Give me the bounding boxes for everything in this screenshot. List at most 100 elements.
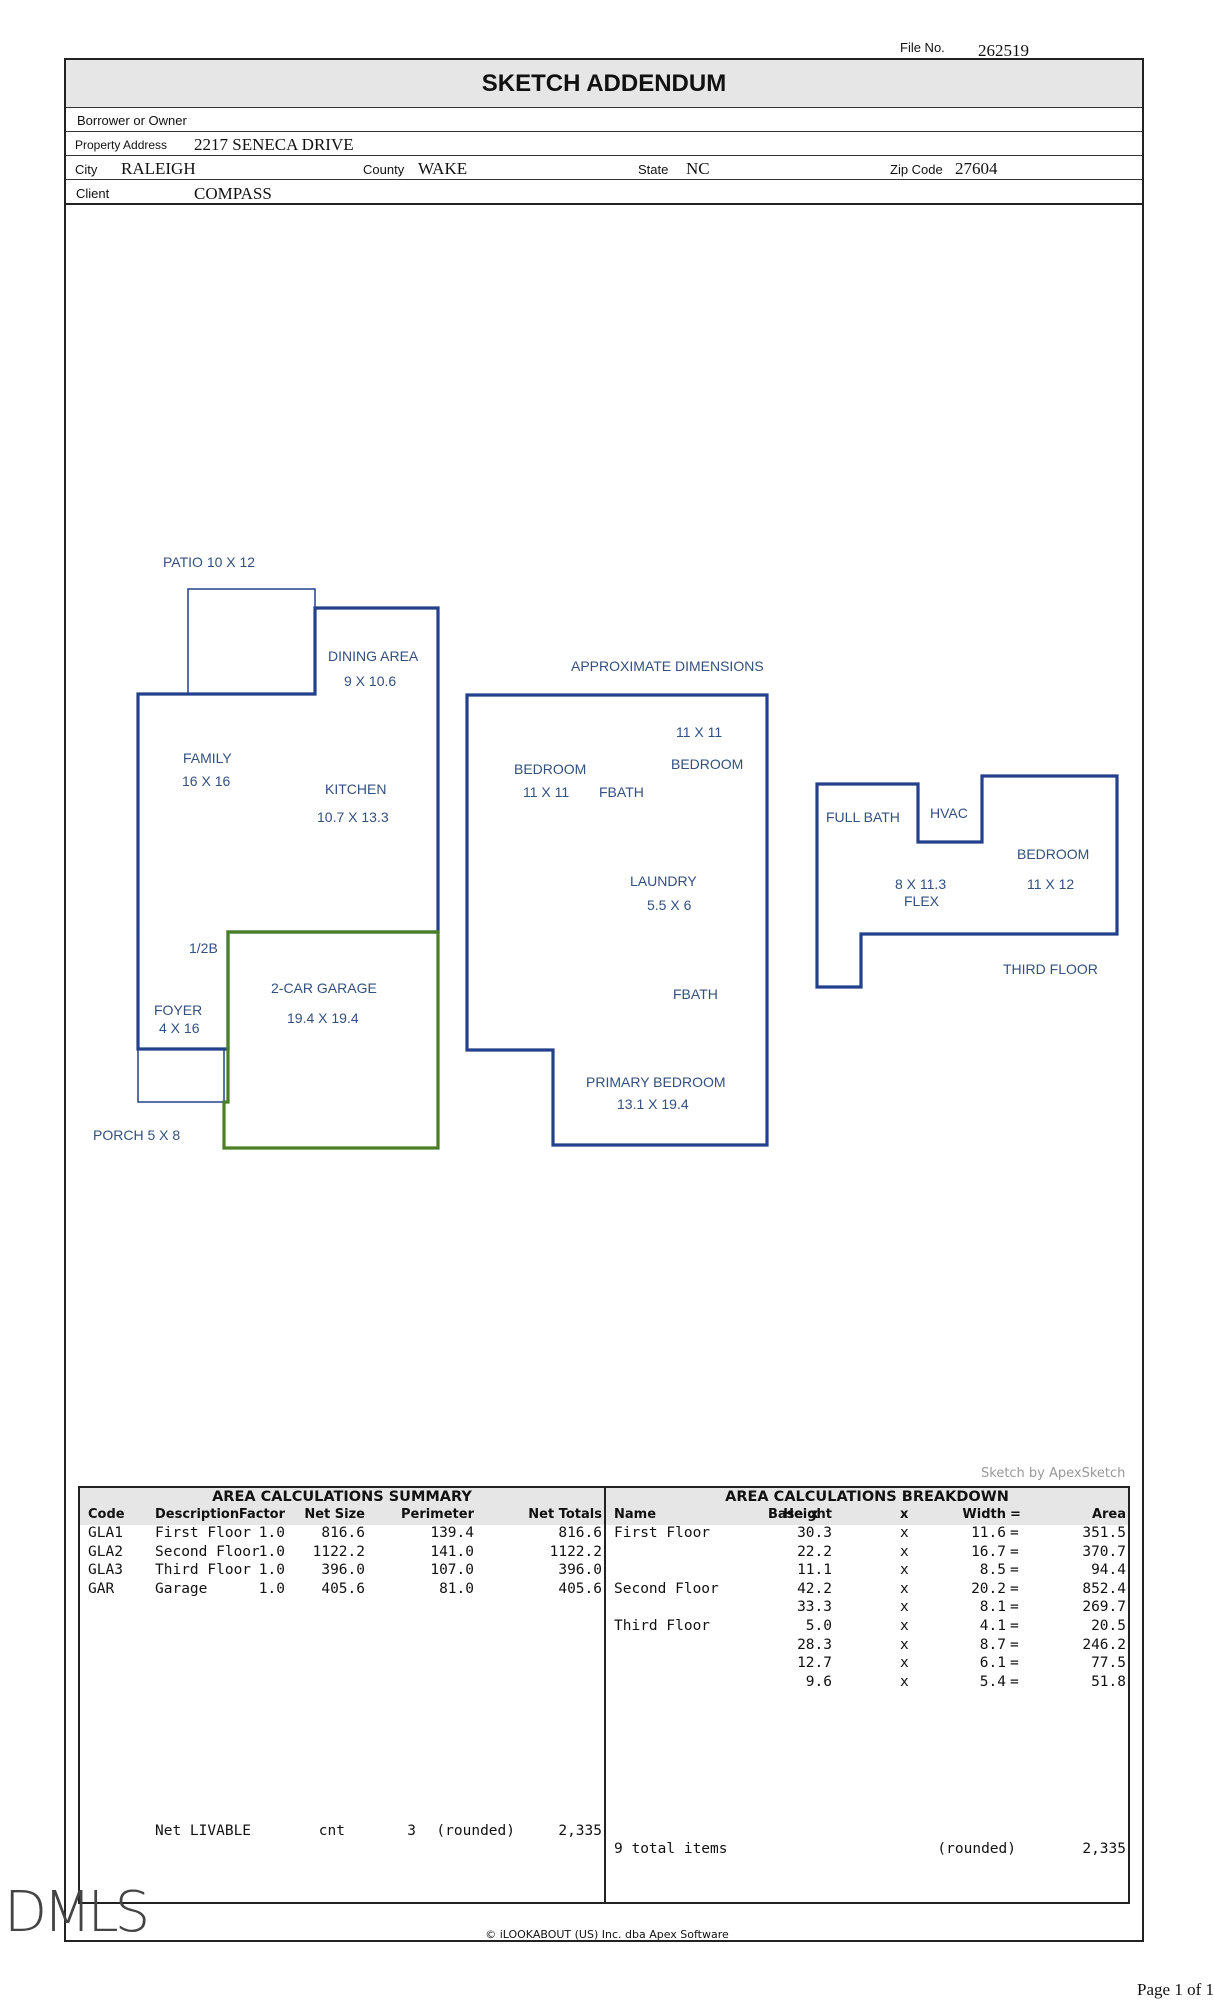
- breakdown-col-name: Name: [614, 1507, 657, 1522]
- bedroom-3-label: BEDROOM: [1017, 846, 1089, 862]
- breakdown-title: AREA CALCULATIONS BREAKDOWN: [725, 1489, 1009, 1505]
- full-bath-3-label: FULL BATH: [826, 809, 900, 825]
- breakdown-cell: First Floor: [614, 1525, 711, 1541]
- patio-label: PATIO 10 X 12: [163, 554, 255, 570]
- net-livable-total: 2,335: [558, 1823, 602, 1839]
- net-livable-rounded: (rounded): [436, 1823, 515, 1839]
- second-floor-outline: [465, 693, 769, 1147]
- breakdown-header-bg: [606, 1488, 1128, 1525]
- breakdown-cell: 6.1: [979, 1655, 1006, 1672]
- breakdown-operator: =: [1010, 1599, 1019, 1616]
- breakdown-operator: =: [1010, 1655, 1019, 1672]
- breakdown-total-value: 2,335: [1082, 1841, 1126, 1857]
- zip-label: Zip Code: [890, 162, 943, 177]
- breakdown-operator: x: [900, 1618, 909, 1634]
- summary-cell: GAR: [88, 1580, 115, 1597]
- breakdown-operator: =: [1010, 1543, 1019, 1560]
- summary-cell: Garage: [155, 1580, 208, 1597]
- summary-header-row: Code Description Factor Net Size Perimet…: [80, 1507, 604, 1525]
- summary-col-perimeter: Perimeter: [400, 1507, 474, 1522]
- summary-cell: GLA2: [88, 1543, 123, 1560]
- breakdown-operator: =: [1010, 1525, 1019, 1541]
- breakdown-cell: 11.1: [797, 1562, 832, 1579]
- area-calculations-box: AREA CALCULATIONS SUMMARY AREA CALCULATI…: [78, 1486, 1130, 1904]
- software-credit: © iLOOKABOUT (US) Inc. dba Apex Software: [485, 1928, 729, 1941]
- breakdown-operator: =: [1010, 1580, 1019, 1597]
- property-value: 2217 SENECA DRIVE: [194, 135, 354, 154]
- net-livable-label: Net LIVABLE: [155, 1823, 252, 1839]
- flex-label: FLEX: [904, 893, 940, 909]
- hvac-label: HVAC: [930, 805, 968, 821]
- summary-cell: 816.6: [321, 1525, 365, 1541]
- breakdown-total-row: 9 total items (rounded) 2,335: [606, 1841, 1128, 1861]
- breakdown-cell: 370.7: [1082, 1543, 1126, 1560]
- breakdown-header-row: Name Base x Height x Width = Area: [606, 1507, 1128, 1525]
- summary-cell: 107.0: [430, 1562, 474, 1579]
- document-title: SKETCH ADDENDUM: [66, 60, 1142, 108]
- breakdown-operator: x: [900, 1525, 909, 1541]
- flex-dimensions: 8 X 11.3: [895, 876, 946, 892]
- garage-outline: [222, 930, 440, 1150]
- patio-outline: [187, 588, 316, 695]
- dmls-watermark: DMLS: [4, 1880, 150, 1945]
- breakdown-cell: 852.4: [1082, 1580, 1126, 1597]
- breakdown-cell: 94.4: [1091, 1562, 1126, 1579]
- breakdown-col-width: Width: [962, 1507, 1006, 1522]
- breakdown-cell: Third Floor: [614, 1618, 711, 1634]
- document-frame: [64, 58, 1144, 1942]
- client-value: COMPASS: [194, 184, 272, 203]
- third-floor-label: THIRD FLOOR: [1003, 961, 1098, 977]
- breakdown-col-base: Base: [768, 1507, 804, 1522]
- garage-label: 2-CAR GARAGE: [271, 980, 377, 996]
- bedroom-2-dimensions: 11 X 11: [676, 724, 722, 740]
- floor-plan-sketch: PATIO 10 X 12 DINING AREA 9 X 10.6 FAMIL…: [93, 554, 1119, 1150]
- net-livable-cnt: cnt: [318, 1823, 345, 1839]
- foyer-dimensions: 4 X 16: [159, 1020, 200, 1036]
- summary-cell: GLA3: [88, 1562, 123, 1579]
- breakdown-col-equals: =: [1010, 1507, 1021, 1522]
- summary-cell: 139.4: [430, 1525, 474, 1541]
- laundry-dimensions: 5.5 X 6: [647, 897, 692, 913]
- borrower-label: Borrower or Owner: [77, 113, 187, 128]
- summary-title: AREA CALCULATIONS SUMMARY: [212, 1489, 472, 1505]
- breakdown-col-height: Height: [783, 1507, 832, 1522]
- breakdown-col-x2: x: [900, 1507, 909, 1522]
- summary-cell: 1.0: [258, 1525, 285, 1541]
- summary-col-description: Description: [155, 1507, 240, 1522]
- breakdown-cell: 351.5: [1082, 1525, 1126, 1541]
- breakdown-operator: x: [900, 1655, 909, 1672]
- breakdown-col-area: Area: [1091, 1507, 1126, 1522]
- net-livable-count: 3: [407, 1823, 416, 1839]
- bedroom-1-label: BEDROOM: [514, 761, 586, 777]
- zip-value: 27604: [955, 159, 998, 178]
- summary-cell: 1.0: [258, 1562, 285, 1579]
- summary-cell: 405.6: [558, 1580, 602, 1597]
- summary-col-net-size: Net Size: [304, 1507, 365, 1522]
- dining-label: DINING AREA: [328, 648, 419, 664]
- net-livable-row: Net LIVABLE cnt 3 (rounded) 2,335: [80, 1823, 604, 1843]
- breakdown-cell: 20.2: [971, 1580, 1006, 1597]
- third-floor-outline: [815, 774, 1119, 989]
- kitchen-label: KITCHEN: [325, 781, 386, 797]
- summary-cell: 396.0: [321, 1562, 365, 1579]
- breakdown-cell: 30.3: [797, 1525, 832, 1541]
- breakdown-operator: x: [900, 1543, 909, 1560]
- breakdown-cell: 42.2: [797, 1580, 832, 1597]
- table-divider: [604, 1488, 606, 1902]
- borrower-row: Borrower or Owner: [66, 108, 1142, 132]
- family-label: FAMILY: [183, 750, 232, 766]
- breakdown-cell: 269.7: [1082, 1599, 1126, 1616]
- summary-cell: 405.6: [321, 1580, 365, 1597]
- breakdown-cell: 77.5: [1091, 1655, 1126, 1672]
- full-bath-2-label: FBATH: [673, 986, 718, 1002]
- breakdown-cell: 22.2: [797, 1543, 832, 1560]
- bedroom-3-dimensions: 11 X 12: [1027, 876, 1074, 892]
- breakdown-cell: 16.7: [971, 1543, 1006, 1560]
- file-number-value: 262519: [978, 41, 1029, 60]
